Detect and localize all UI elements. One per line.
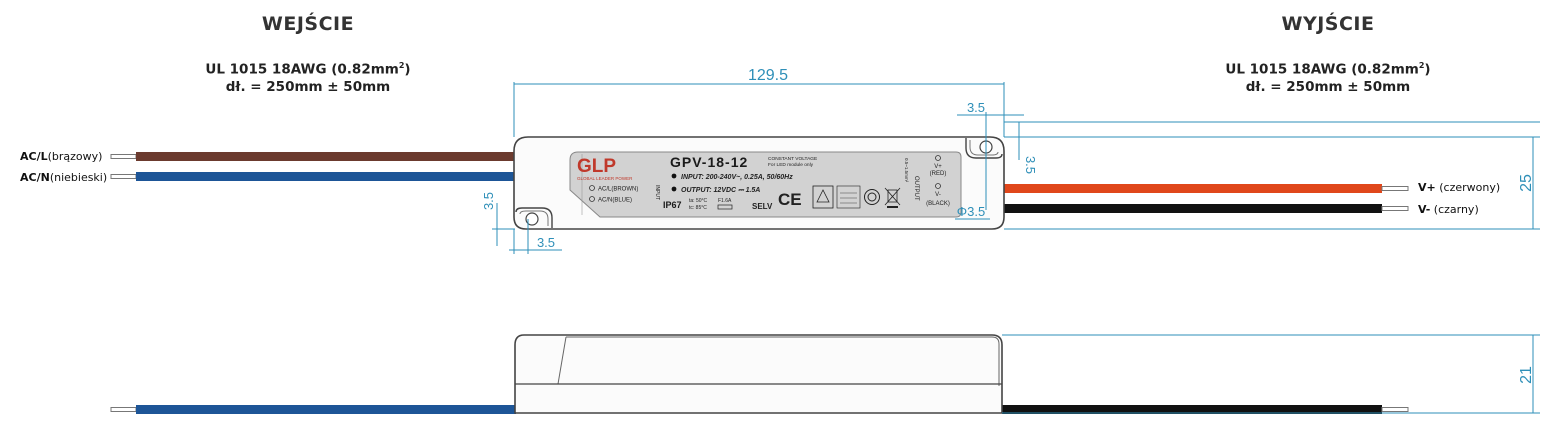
left-tab-inner xyxy=(519,210,549,226)
class-ii-inner-icon xyxy=(867,192,877,202)
class-ii-outer-icon xyxy=(864,189,880,205)
fuse-icon xyxy=(717,204,733,210)
side-output-wire-tip xyxy=(1381,407,1409,412)
vminus-wire xyxy=(1002,204,1382,213)
warning-triangle-icon xyxy=(816,189,830,203)
label-ta: ta: 50°C xyxy=(689,198,708,204)
label-output: OUTPUT: 12VDC ⎓ 1.5A xyxy=(681,187,760,194)
vminus-wire-tip xyxy=(1381,206,1409,211)
wire-name-vminus: (czarny) xyxy=(1430,203,1479,216)
output-cable-sup: 2 xyxy=(1418,61,1425,70)
housing-side-lid-line xyxy=(566,336,1000,386)
wire-name-acl: (brązowy) xyxy=(47,150,103,163)
input-cable-base: UL 1015 18AWG (0.82mm xyxy=(205,61,399,78)
dimension-lines-top xyxy=(492,82,1540,254)
input-cable-sup: 2 xyxy=(398,61,405,70)
input-title: WEJŚCIE xyxy=(261,13,355,35)
wire-name-vplus: (czerwony) xyxy=(1435,181,1501,194)
label-side-note: 0.5~1.5mm² xyxy=(904,158,909,183)
label-vplus: V+ xyxy=(934,164,942,170)
right-tab-inner xyxy=(969,140,999,156)
vminus-terminal-icon xyxy=(935,183,941,189)
weee-bin-icon xyxy=(884,187,901,208)
acn-wire xyxy=(136,172,516,181)
input-wires xyxy=(110,152,516,181)
acn-wire-tip xyxy=(110,174,137,179)
vplus-terminal-icon xyxy=(935,155,941,161)
dimension-lines-side xyxy=(1002,334,1540,414)
output-length: dł. = 250mm ± 50mm xyxy=(1245,79,1411,95)
wire-label-vplus: V+ (czerwony) xyxy=(1418,181,1500,194)
brand-sub: GLOBAL LEADER POWER xyxy=(577,176,633,181)
dimension-texts-top: 129.5 3.5 3.5 Φ3.5 3.5 3.5 25 xyxy=(481,67,1535,250)
dim-bottom-x-text: 3.5 xyxy=(537,235,555,250)
label-input: INPUT: 200-240V~, 0.25A, 50/60Hz xyxy=(681,174,793,181)
output-cable-spec: UL 1015 18AWG (0.82mm2) xyxy=(1178,55,1478,81)
vplus-wire xyxy=(1002,184,1382,193)
side-view xyxy=(110,334,1409,414)
label-model: GPV-18-12 xyxy=(670,154,748,170)
label-vminus: V- xyxy=(935,192,941,198)
output-wires xyxy=(1002,184,1409,213)
label-fuse: F1.6A xyxy=(718,198,732,204)
left-tab xyxy=(515,207,553,228)
wire-code-vplus: V+ xyxy=(1418,181,1436,194)
input-length: dł. = 250mm ± 50mm xyxy=(225,79,391,95)
side-output-wire xyxy=(1002,405,1382,414)
dim-tabx-text: 3.5 xyxy=(967,100,985,115)
output-cable-end: ) xyxy=(1424,61,1431,78)
safety-cert-icon xyxy=(812,185,834,209)
acn-terminal-icon xyxy=(589,196,595,202)
brand-logo: GLP xyxy=(577,156,616,177)
acl-wire-tip xyxy=(110,154,137,159)
housing-top-view xyxy=(513,136,1005,230)
wire-name-acn: (niebieski) xyxy=(49,171,108,184)
acl-wire xyxy=(136,152,516,161)
label-tc: tc: 85°C xyxy=(689,205,707,211)
wire-code-acn: AC/N xyxy=(20,171,50,184)
left-mount-hole xyxy=(525,212,539,226)
label-const-voltage: CONSTANT VOLTAGE xyxy=(768,156,817,162)
wire-code-vminus: V- xyxy=(1418,203,1431,216)
label-acl: AC/L(BROWN) xyxy=(598,187,638,193)
label-red: (RED) xyxy=(930,171,947,177)
side-input-wire-tip xyxy=(110,407,137,412)
wire-label-acl: AC/L(brązowy) xyxy=(20,150,102,163)
side-input-wire xyxy=(136,405,516,414)
dim-height-text: 21 xyxy=(1518,366,1535,384)
input-bullet-icon xyxy=(671,173,677,179)
dim-width-text: 25 xyxy=(1518,174,1535,192)
output-cable-base: UL 1015 18AWG (0.82mm xyxy=(1225,61,1419,78)
input-cable-spec: UL 1015 18AWG (0.82mm2) xyxy=(158,55,458,81)
label-black: (BLACK) xyxy=(926,201,950,207)
label-side-input: INPUT xyxy=(654,185,660,200)
ce-mark: CE xyxy=(778,190,802,209)
dim-taby-text: 3.5 xyxy=(1023,156,1038,174)
housing-side-outline xyxy=(514,334,1003,414)
cert-box-icon xyxy=(836,185,861,209)
vplus-wire-tip xyxy=(1381,186,1409,191)
output-bullet-icon xyxy=(671,186,677,192)
label-content: GLP GLOBAL LEADER POWER AC/L(BROWN) AC/N… xyxy=(577,154,950,211)
right-tab xyxy=(965,138,1003,159)
dim-hole-text: Φ3.5 xyxy=(957,204,985,219)
housing-side-bevel xyxy=(557,336,567,385)
wire-label-vminus: V- (czarny) xyxy=(1418,203,1479,216)
label-plate xyxy=(569,151,962,218)
label-ip: IP67 xyxy=(663,200,682,210)
label-led-only: For LED module only xyxy=(768,162,814,168)
wire-label-acn: AC/N(niebieski) xyxy=(20,171,107,184)
acl-terminal-icon xyxy=(589,185,595,191)
dim-bottom-y-text: 3.5 xyxy=(481,192,496,210)
label-selv: SELV xyxy=(752,202,773,211)
wire-code-acl: AC/L xyxy=(20,150,48,163)
label-acn: AC/N(BLUE) xyxy=(598,198,632,204)
dim-length-text: 129.5 xyxy=(748,67,788,84)
output-title: WYJŚCIE xyxy=(1281,13,1375,35)
label-side-output: OUTPUT xyxy=(913,176,919,201)
input-cable-end: ) xyxy=(404,61,411,78)
